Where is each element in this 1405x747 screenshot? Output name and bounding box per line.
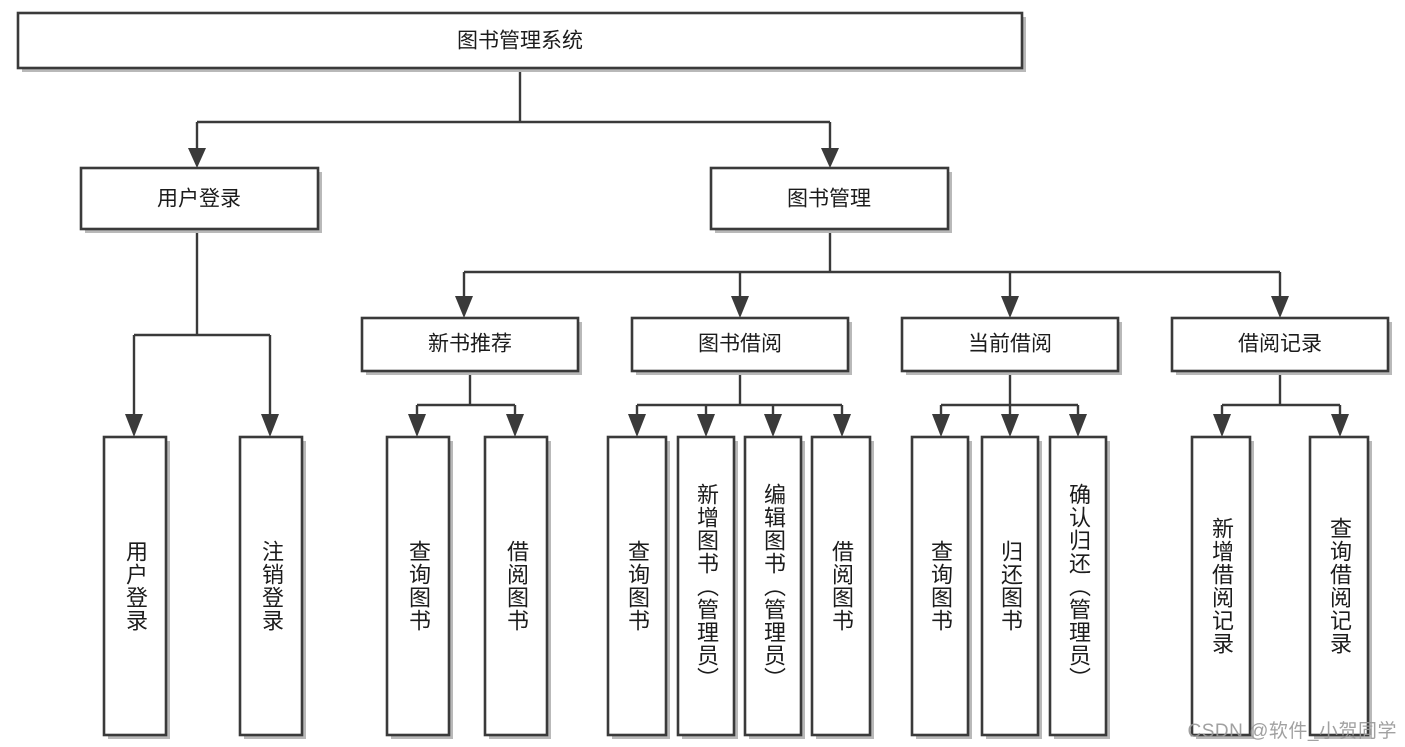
node-leaf-book-borrow-2[interactable] xyxy=(676,435,738,739)
node-current-borrow-label: 当前借阅 xyxy=(968,333,1052,356)
arrow-root-to-book-manage xyxy=(821,148,839,168)
node-user-login[interactable]: 用户登录 xyxy=(79,166,322,233)
node-leaf-current-borrow-2[interactable] xyxy=(980,435,1042,739)
arrow-nb-leaf-1 xyxy=(408,414,426,437)
leaf-bb-2-box[interactable] xyxy=(676,435,736,737)
connector-group-borrow-record xyxy=(1213,375,1349,437)
node-current-borrow[interactable]: 当前借阅 xyxy=(900,316,1122,375)
node-book-manage[interactable]: 图书管理 xyxy=(709,166,952,233)
node-book-manage-box[interactable] xyxy=(709,166,950,231)
arrow-user-login-leaf-1 xyxy=(125,414,143,437)
node-leaf-user-login-1[interactable] xyxy=(102,435,170,739)
arrow-bb-leaf-2 xyxy=(697,414,715,437)
arrow-cb-leaf-3 xyxy=(1069,414,1087,437)
node-borrow-record-label: 借阅记录 xyxy=(1238,333,1322,356)
node-borrow-record-box[interactable] xyxy=(1170,316,1390,373)
node-root-box[interactable] xyxy=(16,11,1024,70)
node-leaf-user-login-2[interactable] xyxy=(238,435,306,739)
node-leaf-borrow-record-2[interactable] xyxy=(1308,435,1372,739)
leaf-cb-1-box[interactable] xyxy=(910,435,970,737)
node-root-label: 图书管理系统 xyxy=(457,30,583,53)
node-user-login-label: 用户登录 xyxy=(157,188,241,211)
node-leaf-new-book-2[interactable] xyxy=(483,435,551,739)
leaf-nb-1-box[interactable] xyxy=(385,435,451,737)
node-book-borrow[interactable]: 图书借阅 xyxy=(630,316,852,375)
node-leaf-book-borrow-3[interactable] xyxy=(743,435,805,739)
leaf-br-1-box[interactable] xyxy=(1190,435,1252,737)
arrow-root-to-user-login xyxy=(188,148,206,168)
arrow-bb-leaf-3 xyxy=(764,414,782,437)
leaf-nb-2-box[interactable] xyxy=(483,435,549,737)
node-new-book-box[interactable] xyxy=(360,316,580,373)
leaf-cb-3-box[interactable] xyxy=(1048,435,1108,737)
arrow-cb-leaf-2 xyxy=(1001,414,1019,437)
arrow-bm-book-borrow xyxy=(731,296,749,318)
arrow-bm-current-borrow xyxy=(1001,296,1019,318)
node-leaf-book-borrow-4[interactable] xyxy=(810,435,874,739)
node-book-borrow-label: 图书借阅 xyxy=(698,333,782,356)
leaf-bb-4-box[interactable] xyxy=(810,435,872,737)
leaf-bb-1-box[interactable] xyxy=(606,435,668,737)
leaf-bb-3-box[interactable] xyxy=(743,435,803,737)
node-leaf-current-borrow-3[interactable] xyxy=(1048,435,1110,739)
node-borrow-record[interactable]: 借阅记录 xyxy=(1170,316,1392,375)
node-new-book[interactable]: 新书推荐 xyxy=(360,316,582,375)
arrow-nb-leaf-2 xyxy=(506,414,524,437)
arrow-cb-leaf-1 xyxy=(932,414,950,437)
connector-group-new-book xyxy=(408,375,524,437)
arrow-br-leaf-2 xyxy=(1331,414,1349,437)
arrow-bb-leaf-4 xyxy=(833,414,851,437)
node-leaf-borrow-record-1[interactable] xyxy=(1190,435,1254,739)
leaf-ul-1-box[interactable] xyxy=(102,435,168,737)
arrow-br-leaf-1 xyxy=(1213,414,1231,437)
arrow-user-login-leaf-2 xyxy=(261,414,279,437)
node-new-book-label: 新书推荐 xyxy=(428,333,512,356)
arrow-bm-borrow-record xyxy=(1271,296,1289,318)
arrow-bb-leaf-1 xyxy=(628,414,646,437)
node-root[interactable]: 图书管理系统 xyxy=(16,11,1026,72)
leaf-br-2-box[interactable] xyxy=(1308,435,1370,737)
node-leaf-current-borrow-1[interactable] xyxy=(910,435,972,739)
connector-group-root xyxy=(188,68,839,168)
csdn-watermark: CSDN @软件_小贺同学 xyxy=(1187,721,1397,742)
leaf-cb-2-box[interactable] xyxy=(980,435,1040,737)
connector-group-current-borrow xyxy=(932,375,1087,437)
arrow-bm-new-book xyxy=(455,296,473,318)
connector-group-user-login xyxy=(125,233,279,437)
node-leaf-book-borrow-1[interactable] xyxy=(606,435,670,739)
node-book-manage-label: 图书管理 xyxy=(787,188,871,211)
node-leaf-new-book-1[interactable] xyxy=(385,435,453,739)
node-book-borrow-box[interactable] xyxy=(630,316,850,373)
node-current-borrow-box[interactable] xyxy=(900,316,1120,373)
node-user-login-box[interactable] xyxy=(79,166,320,231)
connector-group-book-borrow xyxy=(628,375,851,437)
connector-group-book-manage xyxy=(455,233,1289,318)
leaf-ul-2-box[interactable] xyxy=(238,435,304,737)
